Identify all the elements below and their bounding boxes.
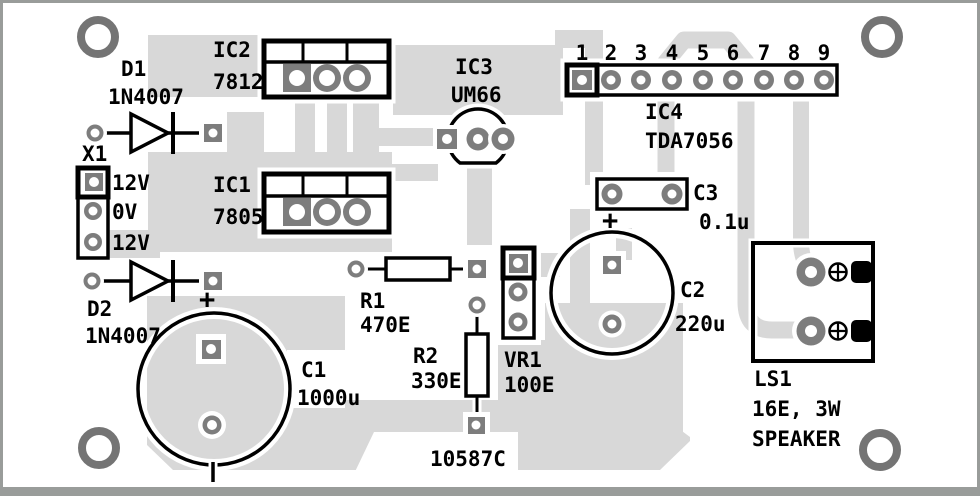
ls1-wire-tab2: [851, 320, 872, 342]
capacitor-c3: [590, 172, 694, 216]
d2-value-label: 1N4007: [85, 324, 161, 348]
ic4-pin5-number: 5: [697, 41, 710, 65]
x1-pin1-label: 12V: [112, 171, 150, 195]
r1-ref-label: R1: [360, 289, 385, 313]
vr1-ref-label: VR1: [504, 348, 542, 372]
ic1-value-label: 7805: [213, 205, 264, 229]
ls1-ref-label: LS1: [754, 367, 792, 391]
mounting-hole-bottom-right: [859, 429, 901, 471]
mounting-holes: [77, 16, 903, 471]
c2-value-label: 220u: [675, 312, 726, 336]
ic4-pin4-number: 4: [666, 41, 679, 65]
r2-value-label: 330E: [411, 369, 462, 393]
ic4-pin8-number: 8: [788, 41, 801, 65]
ic4-pin3-number: 3: [635, 41, 648, 65]
r1-body: [384, 256, 452, 282]
ic4-pin-pads: [601, 70, 834, 90]
ls1-outline: [751, 241, 875, 363]
board-code-label: 10587C: [430, 447, 506, 471]
c1-polarity-mark: +: [199, 284, 215, 315]
ls1-wire-tab1: [851, 261, 872, 283]
diode-d2: [80, 259, 227, 303]
capacitor-c1: [132, 307, 296, 484]
ic4-pin9-number: 9: [818, 41, 831, 65]
mounting-hole-bottom-left: [78, 427, 120, 469]
capacitor-c2: [545, 226, 679, 360]
connector-x1: [75, 165, 111, 260]
ic4-pin6-number: 6: [727, 41, 740, 65]
d2-triangle: [129, 259, 172, 303]
c2-ref-label: C2: [680, 278, 705, 302]
x1-pin2-label: 0V: [112, 200, 138, 224]
ic4-pin1-number: 1: [576, 41, 589, 65]
ls1-screw-icon-2: [826, 319, 850, 343]
ic2-ref-label: IC2: [213, 38, 251, 62]
resistor-r1: [344, 255, 491, 283]
regulator-ic1: [257, 167, 396, 239]
preset-vr1: [496, 241, 541, 345]
silkscreen-labels: D1 1N4007 X1 12V 0V 12V D2 1N4007 + C1 1…: [82, 38, 841, 471]
d1-triangle: [129, 111, 172, 155]
x1-pin1-box: [75, 165, 111, 200]
ic4-pin2-number: 2: [605, 41, 618, 65]
x1-pin3-label: 12V: [112, 231, 150, 255]
ic4-pin7-number: 7: [758, 41, 771, 65]
c1-value-label: 1000u: [297, 386, 360, 410]
ic1-ref-label: IC1: [213, 173, 251, 197]
c2-outline: [549, 230, 675, 356]
c2-polarity-mark: +: [602, 205, 618, 236]
melody-ic3: [433, 103, 518, 169]
trace-ic4-to-ls1-pad2: [657, 31, 806, 339]
c3-ref-label: C3: [693, 181, 718, 205]
x1-ref-label: X1: [82, 142, 107, 166]
d1-value-label: 1N4007: [108, 85, 184, 109]
r2-body: [464, 332, 490, 398]
mounting-hole-top-left: [77, 16, 119, 58]
ic4-value-label: TDA7056: [645, 129, 734, 153]
ic4-ref-label: IC4: [645, 100, 683, 124]
ls1-value-label: 16E, 3W: [752, 397, 841, 421]
r1-value-label: 470E: [360, 313, 411, 337]
d1-ref-label: D1: [121, 57, 146, 81]
ls1-type-label: SPEAKER: [752, 427, 841, 451]
ls1-screw-icon: [826, 260, 850, 284]
vr1-pin1-box: [500, 245, 537, 281]
c3-value-label: 0.1u: [699, 210, 750, 234]
mounting-hole-top-right: [861, 16, 903, 58]
speaker-terminal-ls1: [748, 238, 878, 366]
ic4-pin1-box: [564, 62, 600, 98]
c1-ref-label: C1: [301, 358, 326, 382]
r2-ref-label: R2: [413, 344, 438, 368]
ic3-ref-label: IC3: [455, 55, 493, 79]
ic2-value-label: 7812: [213, 70, 264, 94]
d2-ref-label: D2: [87, 297, 112, 321]
ic3-value-label: UM66: [451, 83, 502, 107]
amplifier-ic4: [560, 58, 844, 102]
diode-d1: [83, 111, 227, 155]
vr1-value-label: 100E: [504, 373, 555, 397]
regulator-ic2: [257, 34, 396, 104]
resistor-r2: [463, 293, 490, 439]
